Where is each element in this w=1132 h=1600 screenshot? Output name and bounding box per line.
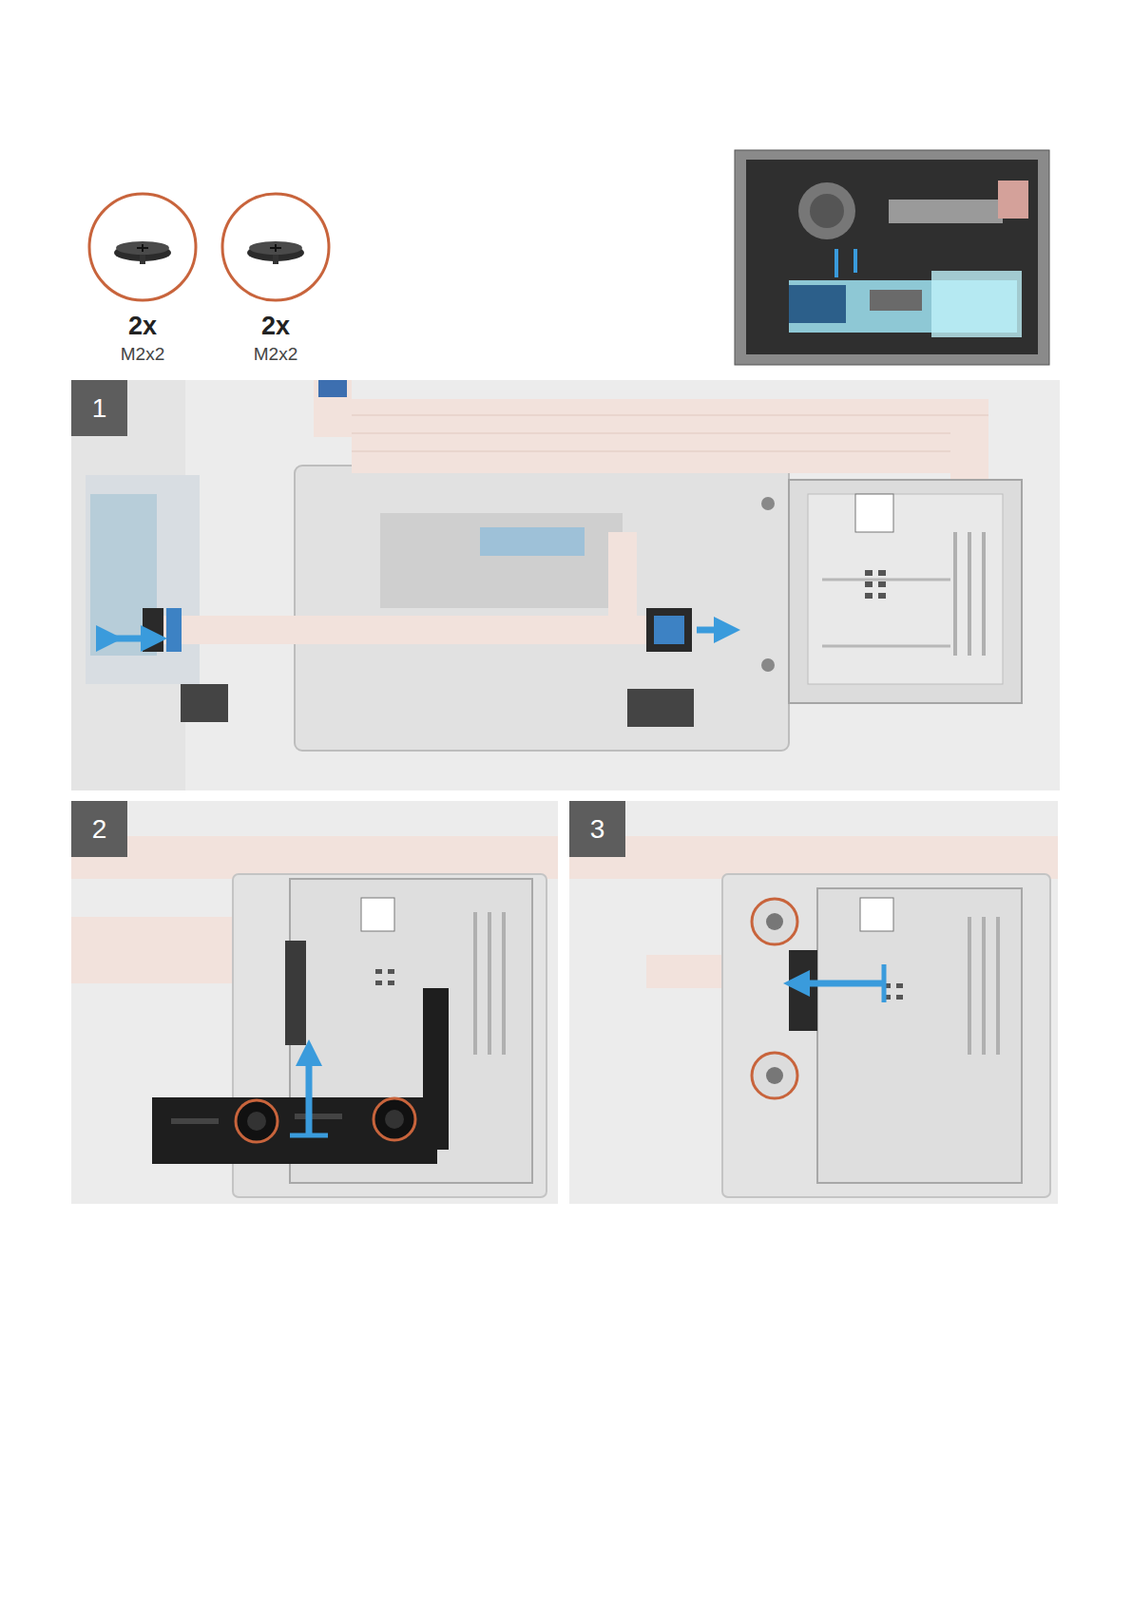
screw-icon (89, 193, 329, 301)
callout-number: 1 (92, 395, 108, 423)
callout-number: 3 (590, 816, 606, 844)
quantity-label: 2x (128, 313, 157, 340)
step-panel (71, 380, 1060, 791)
callout-number: 2 (92, 816, 108, 844)
step-panel (569, 801, 1058, 1205)
overview-thumbnail (734, 150, 1050, 365)
screw-size-label: M2x2 (120, 345, 165, 364)
step-panel (71, 801, 558, 1205)
quantity-label: 2x (261, 313, 290, 340)
screw-size-label: M2x2 (253, 345, 298, 364)
